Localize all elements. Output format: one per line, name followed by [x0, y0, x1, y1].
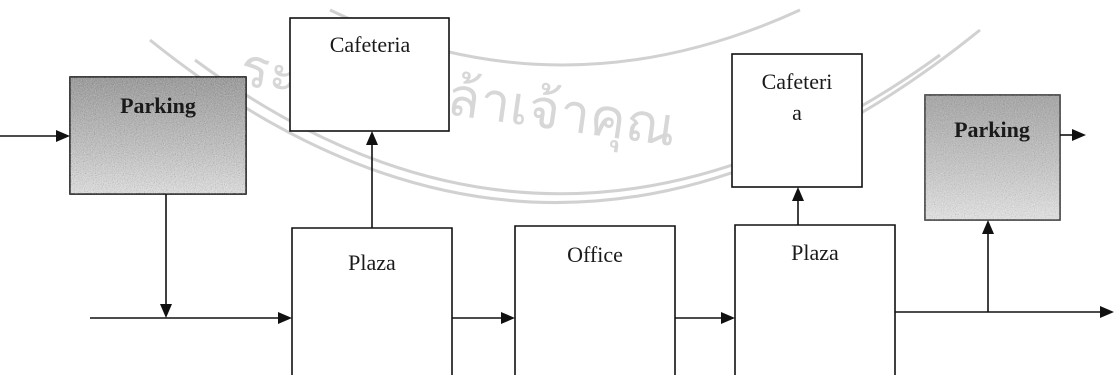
office-to-plaza-head — [721, 312, 735, 324]
road-to-parking-head — [982, 220, 994, 234]
node-office: Office — [514, 225, 676, 375]
connectors — [0, 129, 1114, 324]
node-parking-left: Parking — [69, 76, 247, 195]
plaza-right-label: Plaza — [791, 240, 839, 265]
entry-arrow-head — [56, 130, 70, 142]
node-plaza-right: Plaza — [734, 224, 896, 375]
node-cafeteria-right: Cafeteri a — [731, 53, 863, 188]
node-cafeteria-left: Cafeteria — [289, 17, 450, 132]
road-to-plaza-head — [278, 312, 292, 324]
node-plaza-left: Plaza — [291, 227, 453, 375]
cafeteria-right-label-line1: Cafeteri — [762, 69, 833, 94]
node-parking-right: Parking — [924, 94, 1061, 221]
parking-right-label: Parking — [954, 117, 1030, 142]
parking-exit-head — [1072, 129, 1086, 141]
plaza2-to-cafe-head — [792, 187, 804, 201]
plaza-to-office-head — [501, 312, 515, 324]
cafeteria-left-label: Cafeteria — [330, 32, 411, 57]
cafeteria-right-label-line2: a — [792, 100, 802, 125]
exit-road-head — [1100, 306, 1114, 318]
parking-drop-head — [160, 304, 172, 318]
parking-left-label: Parking — [120, 93, 196, 118]
plaza-left-label: Plaza — [348, 250, 396, 275]
plaza-to-cafe-head — [366, 131, 378, 145]
office-label: Office — [567, 242, 623, 267]
